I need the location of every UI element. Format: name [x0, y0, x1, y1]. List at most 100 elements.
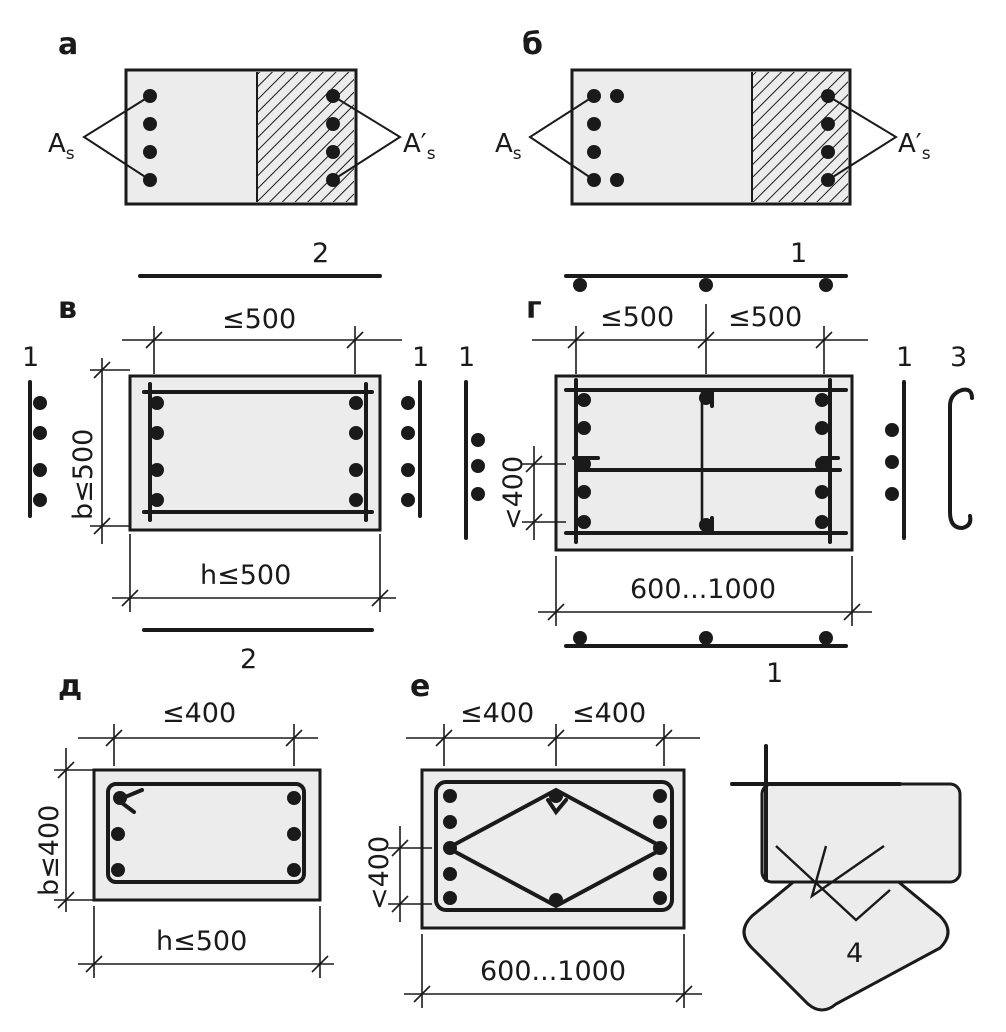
rebar: [349, 463, 363, 477]
tick: [525, 455, 543, 473]
rebar: [150, 396, 164, 410]
rebar: [699, 518, 713, 532]
section-e-stirrup: [434, 780, 674, 912]
tick: [567, 331, 585, 349]
rebar: [287, 791, 301, 805]
v-side-dimension: b≤500: [68, 429, 99, 520]
tick: [346, 331, 364, 349]
rebar: [815, 457, 829, 471]
tick: [413, 985, 431, 1003]
section-a-As-label: As: [48, 129, 75, 164]
g-top-left-dimension: ≤500: [600, 302, 674, 333]
rebar: [653, 789, 667, 803]
rebar: [349, 426, 363, 440]
rebar: [33, 493, 47, 507]
section-a: а As A′s: [48, 27, 436, 206]
section-v-concrete: [128, 374, 382, 532]
d-bottom-dimension: h≤500: [156, 926, 247, 957]
rebar: [401, 463, 415, 477]
rebar: [699, 631, 713, 645]
tick: [697, 331, 715, 349]
tick: [675, 985, 693, 1003]
g-top-right-dimension: ≤500: [728, 302, 802, 333]
rebar: [349, 493, 363, 507]
rebar: [401, 396, 415, 410]
tick: [121, 589, 139, 607]
detail-4-callout: 4: [846, 938, 863, 969]
section-e: е ≤400 ≤400 <400: [364, 669, 702, 1008]
rebar: [610, 173, 624, 187]
rebar: [443, 867, 457, 881]
section-b-label: б: [522, 27, 543, 62]
section-g-label: г: [526, 291, 542, 326]
tick: [435, 729, 453, 747]
rebar: [819, 631, 833, 645]
rebar: [113, 791, 127, 805]
rebar: [577, 485, 591, 499]
g-side-dimension: <400: [498, 456, 529, 530]
rebar: [815, 393, 829, 407]
rebar: [577, 457, 591, 471]
mesh-2-top-callout: 2: [312, 238, 329, 269]
rebar: [287, 863, 301, 877]
mesh-1-bottom-callout: 1: [766, 658, 783, 689]
rebar: [33, 426, 47, 440]
rebar: [577, 515, 591, 529]
detail-4: 4: [730, 744, 962, 1012]
detail-4-hook-b: [809, 845, 885, 899]
mesh-1-right-callout: 1: [412, 342, 429, 373]
g-bottom-dimension: 600...1000: [630, 574, 776, 605]
tick: [145, 331, 163, 349]
rebar: [821, 145, 835, 159]
rebar: [326, 145, 340, 159]
g-mesh-1-left-callout: 1: [458, 342, 475, 373]
section-g: г 1 ≤500 ≤500: [458, 238, 974, 689]
rebar: [699, 278, 713, 292]
rebar: [577, 393, 591, 407]
rebar: [821, 117, 835, 131]
section-a-As-prime-label: A′s: [403, 129, 436, 164]
section-b: б As A′s: [495, 27, 931, 206]
detail-4-hook-a: [775, 845, 891, 922]
rebar: [349, 396, 363, 410]
v-top-dimension: ≤500: [222, 304, 296, 335]
rebar: [471, 433, 485, 447]
tick: [391, 839, 409, 857]
rebar: [326, 117, 340, 131]
tick: [93, 517, 111, 535]
tick: [547, 729, 565, 747]
rebar: [577, 421, 591, 435]
rebar: [111, 827, 125, 841]
rebar: [885, 487, 899, 501]
rebar: [549, 893, 563, 907]
mesh-2-bottom-callout: 2: [240, 644, 257, 675]
section-d: д ≤400 b≤400 h≤500: [34, 669, 334, 978]
tick: [371, 589, 389, 607]
section-e-diamond-hook: [546, 798, 568, 816]
rebar: [653, 867, 667, 881]
v-bottom-dimension: h≤500: [200, 560, 291, 591]
section-b-As-label: As: [495, 129, 522, 164]
mesh-1-left-callout: 1: [22, 342, 39, 373]
rebar: [33, 463, 47, 477]
tick: [655, 729, 673, 747]
tick: [391, 895, 409, 913]
rebar: [111, 863, 125, 877]
rebar: [443, 789, 457, 803]
section-v: в 2 ≤500 b≤500: [22, 238, 429, 675]
section-b-As-leader: [528, 95, 595, 181]
tick: [815, 331, 833, 349]
d-side-dimension: b≤400: [34, 805, 65, 896]
section-d-stirrup: [106, 782, 306, 884]
rebar: [471, 459, 485, 473]
rebar: [33, 396, 47, 410]
tie-3-callout: 3: [950, 342, 967, 373]
section-v-label: в: [58, 291, 77, 326]
rebar: [699, 391, 713, 405]
section-e-label: е: [410, 669, 430, 704]
g-mesh-1-right-callout: 1: [896, 342, 913, 373]
rebar: [401, 493, 415, 507]
rebar: [150, 426, 164, 440]
rebar: [815, 485, 829, 499]
